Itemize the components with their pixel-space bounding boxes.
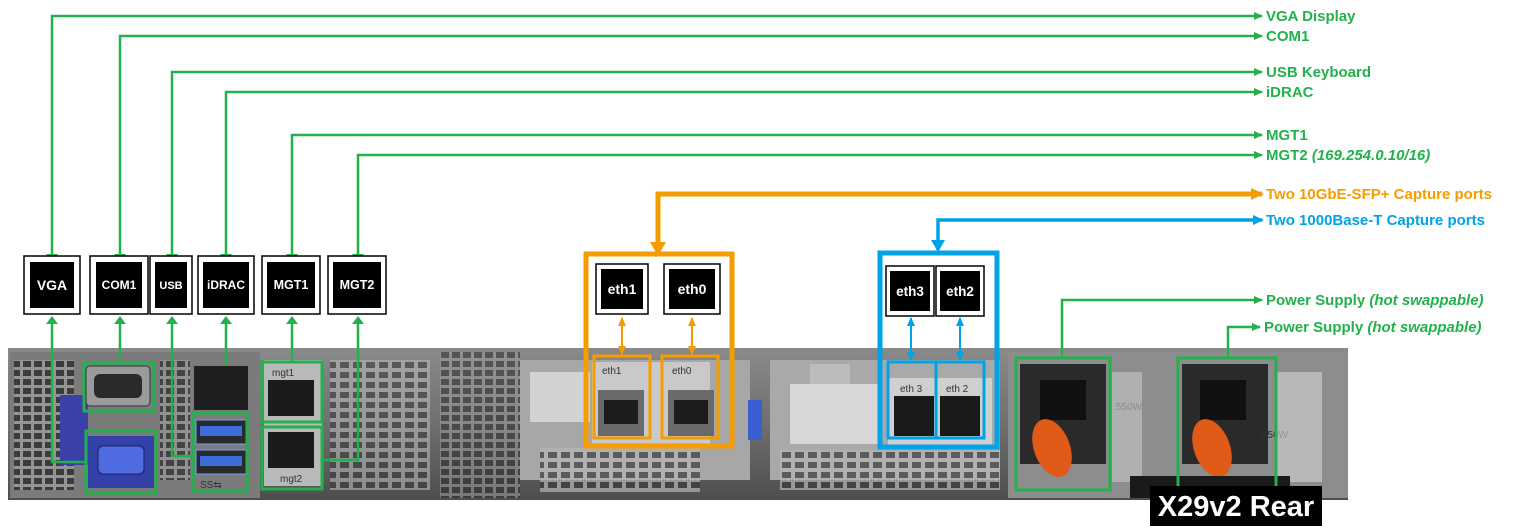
mgt1-silkscreen: mgt1 — [272, 368, 295, 379]
port-box-eth0: eth0 — [663, 263, 721, 315]
port-label-mgt1: MGT1 — [274, 278, 309, 292]
rj45-group-box — [877, 250, 1000, 450]
sfp-capture-line — [655, 188, 1264, 254]
rj-right-silkscreen: eth 2 — [946, 384, 969, 395]
label-1000baset-capture: Two 1000Base-T Capture ports — [1266, 212, 1485, 229]
idrac-line — [224, 88, 1263, 256]
label-mgt2: MGT2 (169.254.0.10/16) — [1266, 147, 1430, 164]
right-labels: VGA Display COM1 USB Keyboard iDRAC MGT1… — [1264, 8, 1492, 336]
port-label-eth2: eth2 — [946, 284, 974, 299]
mgt1-line — [290, 131, 1263, 256]
port-label-idrac: iDRAC — [207, 278, 245, 292]
label-power-supply-1: Power Supply (hot swappable) — [1266, 292, 1484, 309]
bottom-connectors — [50, 318, 360, 464]
port-label-com1: COM1 — [102, 278, 137, 292]
usb-highlight — [191, 411, 249, 493]
usb-line — [170, 68, 1263, 256]
sfp-left-silkscreen: eth1 — [602, 366, 622, 377]
port-label-mgt2: MGT2 — [340, 278, 375, 292]
label-vga-display: VGA Display — [1266, 8, 1356, 25]
port-box-eth2: eth2 — [935, 265, 985, 317]
label-sfp-capture: Two 10GbE-SFP+ Capture ports — [1266, 186, 1492, 203]
port-label-eth0: eth0 — [678, 281, 707, 297]
top-connectors — [50, 12, 1263, 358]
port-label-usb: USB — [159, 280, 182, 292]
mgt2-line — [356, 151, 1263, 256]
sfp-right-silkscreen: eth0 — [672, 366, 692, 377]
caption-box: X29v2 Rear — [1150, 486, 1322, 526]
psu2-line — [1226, 323, 1261, 358]
port-box-eth3: eth3 — [885, 265, 935, 317]
com1-line — [118, 32, 1263, 256]
port-label-boxes: VGA COM1 USB iDRAC MGT1 MGT2 — [23, 255, 985, 317]
port-box-eth1: eth1 — [595, 263, 649, 315]
port-label-eth3: eth3 — [896, 284, 924, 299]
server-rear-photo: SS⇆ mgt1 mgt2 eth1 eth0 eth 3 eth 2 — [8, 348, 1348, 500]
vga-photo-line — [50, 318, 86, 464]
label-usb-keyboard: USB Keyboard — [1266, 64, 1371, 81]
usb-photo-line — [170, 318, 193, 458]
mgt2-highlight — [260, 425, 324, 491]
port-box-usb: USB — [149, 255, 193, 315]
port-label-eth1: eth1 — [608, 281, 637, 297]
port-box-mgt1: MGT1 — [261, 255, 321, 315]
sfp-eth1-highlight — [592, 354, 652, 440]
port-box-idrac: iDRAC — [197, 255, 255, 315]
mgt2-silkscreen: mgt2 — [280, 474, 303, 485]
vga-line — [50, 12, 1263, 256]
label-mgt1: MGT1 — [1266, 127, 1308, 144]
port-box-com1: COM1 — [89, 255, 149, 315]
caption-text: X29v2 Rear — [1158, 491, 1314, 523]
label-idrac: iDRAC — [1266, 84, 1314, 101]
mgt2-photo-line — [322, 318, 360, 462]
label-power-supply-2: Power Supply (hot swappable) — [1264, 319, 1482, 336]
rj-eth2-highlight — [934, 360, 986, 440]
port-box-mgt2: MGT2 — [327, 255, 387, 315]
port-label-vga: VGA — [37, 277, 67, 293]
usb-logo: SS⇆ — [200, 480, 222, 491]
psu1-line — [1060, 296, 1263, 358]
rj-left-silkscreen: eth 3 — [900, 384, 923, 395]
port-box-vga: VGA — [23, 255, 81, 315]
sfp-eth0-highlight — [660, 354, 720, 440]
rj45-capture-line — [936, 215, 1264, 250]
label-com1: COM1 — [1266, 28, 1309, 45]
